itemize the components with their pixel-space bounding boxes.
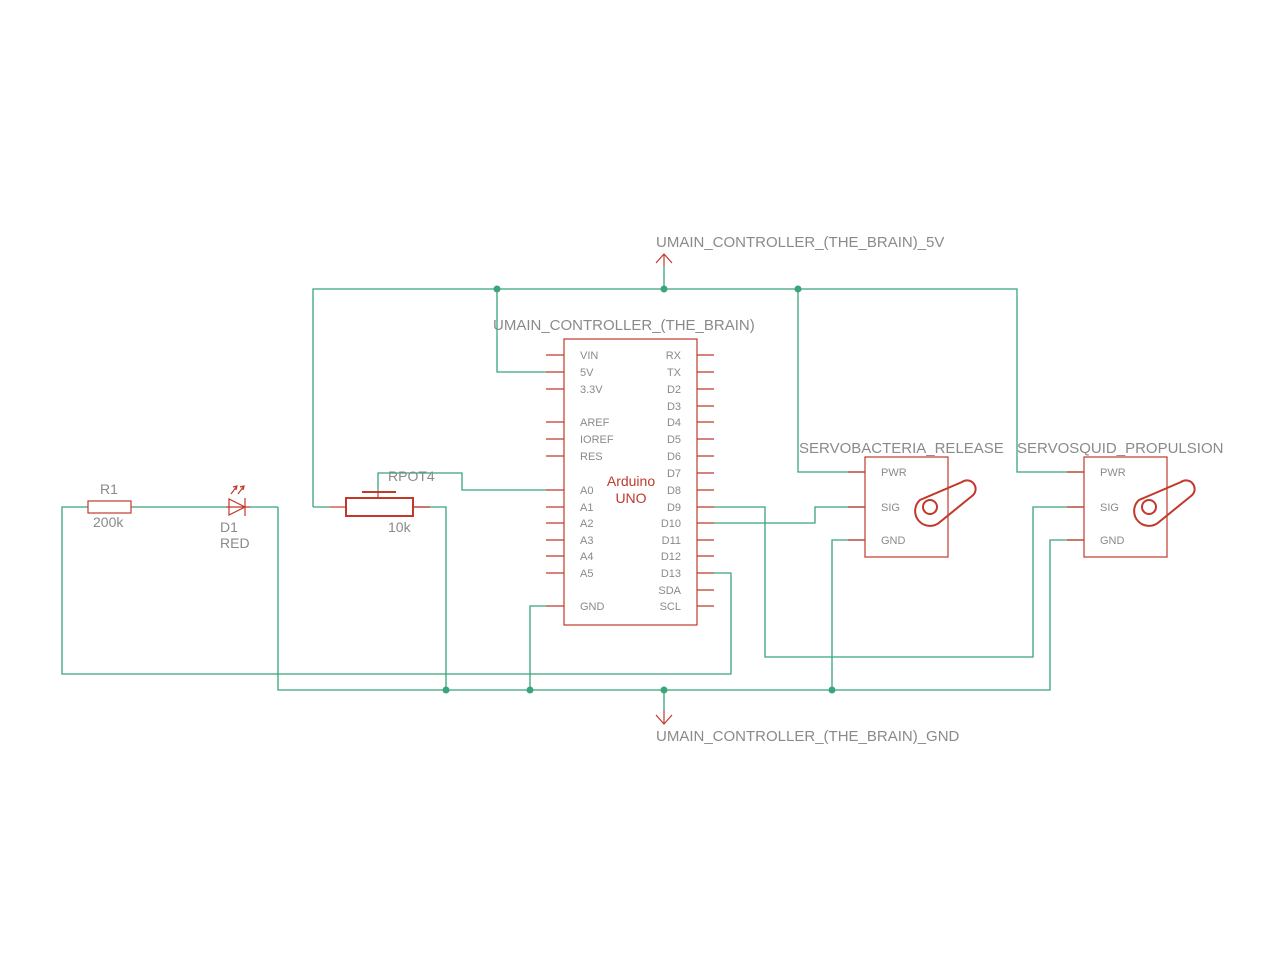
junction-dot: [526, 686, 534, 694]
wire-servo1-pwr: [797, 289, 864, 473]
arduino-right-pins: RX TX D2 D3 D4 D5 D6 D7 D8 D9 D10 D11 D1…: [658, 350, 714, 613]
wire-arduino-5v: [496, 289, 546, 373]
arduino-left-pins: VIN 5V 3.3V AREF IOREF RES A0 A1 A2 A3 A…: [546, 350, 614, 613]
pin-sda: SDA: [658, 585, 681, 597]
wires: [61, 266, 1083, 710]
pin-a3: A3: [580, 535, 593, 547]
led-light-arrows-icon: [230, 485, 245, 495]
arduino-name-line2: UNO: [615, 490, 646, 506]
r1-designator: R1: [100, 481, 118, 497]
rpot4-value: 10k: [388, 519, 412, 535]
servo-squid-propulsion: SERVOSQUID_PROPULSION PWR SIG GND: [1017, 440, 1223, 558]
wire-gnd-rail: [277, 507, 1083, 691]
ground-symbol: UMAIN_CONTROLLER_(THE_BRAIN)_GND: [655, 710, 960, 745]
resistor-r1: R1 200k: [87, 481, 132, 530]
arduino-uno: UMAIN_CONTROLLER_(THE_BRAIN) Arduino UNO…: [493, 317, 755, 626]
servo2-pin-pwr: PWR: [1100, 467, 1126, 479]
potentiometer-rpot4: RPOT4 10k: [330, 468, 435, 535]
junction-dot: [493, 285, 501, 293]
pin-tx: TX: [667, 367, 682, 379]
wire-d9-servo2: [714, 506, 1083, 658]
pin-d5: D5: [667, 434, 681, 446]
r1-value: 200k: [93, 514, 124, 530]
pin-d9: D9: [667, 502, 681, 514]
wire-arduino-gnd: [529, 605, 546, 690]
d1-designator: D1: [220, 519, 238, 535]
pin-d2: D2: [667, 384, 681, 396]
servo-bacteria-release: SERVOBACTERIA_RELEASE PWR SIG GND: [799, 440, 1004, 558]
servo1-pin-pwr: PWR: [881, 467, 907, 479]
pin-5v: 5V: [580, 367, 594, 379]
junction-dot: [828, 686, 836, 694]
pin-gnd: GND: [580, 601, 605, 613]
servo2-designator: SERVOSQUID_PROPULSION: [1017, 440, 1223, 457]
pin-a5: A5: [580, 568, 593, 580]
servo1-pin-sig: SIG: [881, 502, 900, 514]
servo-horn-icon: [914, 479, 977, 527]
led-d1: D1 RED: [220, 485, 250, 551]
pin-aref: AREF: [580, 417, 610, 429]
servo2-pin-sig: SIG: [1100, 502, 1119, 514]
d1-value: RED: [220, 535, 250, 551]
wire-pot-right-gnd: [413, 506, 447, 690]
junction-dot: [660, 285, 668, 293]
servo1-pin-gnd: GND: [881, 535, 906, 547]
wire-led-loop: [61, 506, 732, 675]
pin-rx: RX: [666, 350, 682, 362]
arduino-name-line1: Arduino: [607, 473, 655, 489]
pin-d11: D11: [662, 535, 681, 547]
pin-d7: D7: [667, 468, 681, 480]
supply-5v-symbol: UMAIN_CONTROLLER_(THE_BRAIN)_5V: [655, 234, 944, 266]
pin-a2: A2: [580, 518, 593, 530]
wire-d10-servo1: [714, 506, 864, 524]
pin-a0: A0: [580, 485, 593, 497]
rpot4-designator: RPOT4: [388, 468, 435, 484]
wire-5v-rail: [312, 288, 1083, 507]
pin-res: RES: [580, 451, 603, 463]
pin-d8: D8: [667, 485, 681, 497]
wire-servo1-gnd: [831, 539, 864, 690]
arduino-designator: UMAIN_CONTROLLER_(THE_BRAIN): [493, 317, 755, 334]
net-label-5v: UMAIN_CONTROLLER_(THE_BRAIN)_5V: [656, 234, 944, 251]
pin-a1: A1: [580, 502, 593, 514]
pin-d6: D6: [667, 451, 681, 463]
junction-dot: [794, 285, 802, 293]
pin-3v3: 3.3V: [580, 384, 603, 396]
pin-a4: A4: [580, 551, 593, 563]
pin-scl: SCL: [660, 601, 681, 613]
junction-dot: [660, 686, 668, 694]
servo1-designator: SERVOBACTERIA_RELEASE: [799, 440, 1004, 457]
pin-d3: D3: [667, 401, 681, 413]
pin-ioref: IOREF: [580, 434, 614, 446]
wire-pot-wiper: [377, 472, 546, 492]
pin-d10: D10: [661, 518, 681, 530]
net-label-gnd: UMAIN_CONTROLLER_(THE_BRAIN)_GND: [656, 728, 960, 745]
pin-d12: D12: [661, 551, 681, 563]
servo-horn-icon: [1133, 479, 1196, 527]
pin-d13: D13: [661, 568, 681, 580]
junction-dot: [442, 686, 450, 694]
servo2-pin-gnd: GND: [1100, 535, 1125, 547]
pin-vin: VIN: [580, 350, 598, 362]
pin-d4: D4: [667, 417, 681, 429]
junctions: [442, 285, 836, 694]
